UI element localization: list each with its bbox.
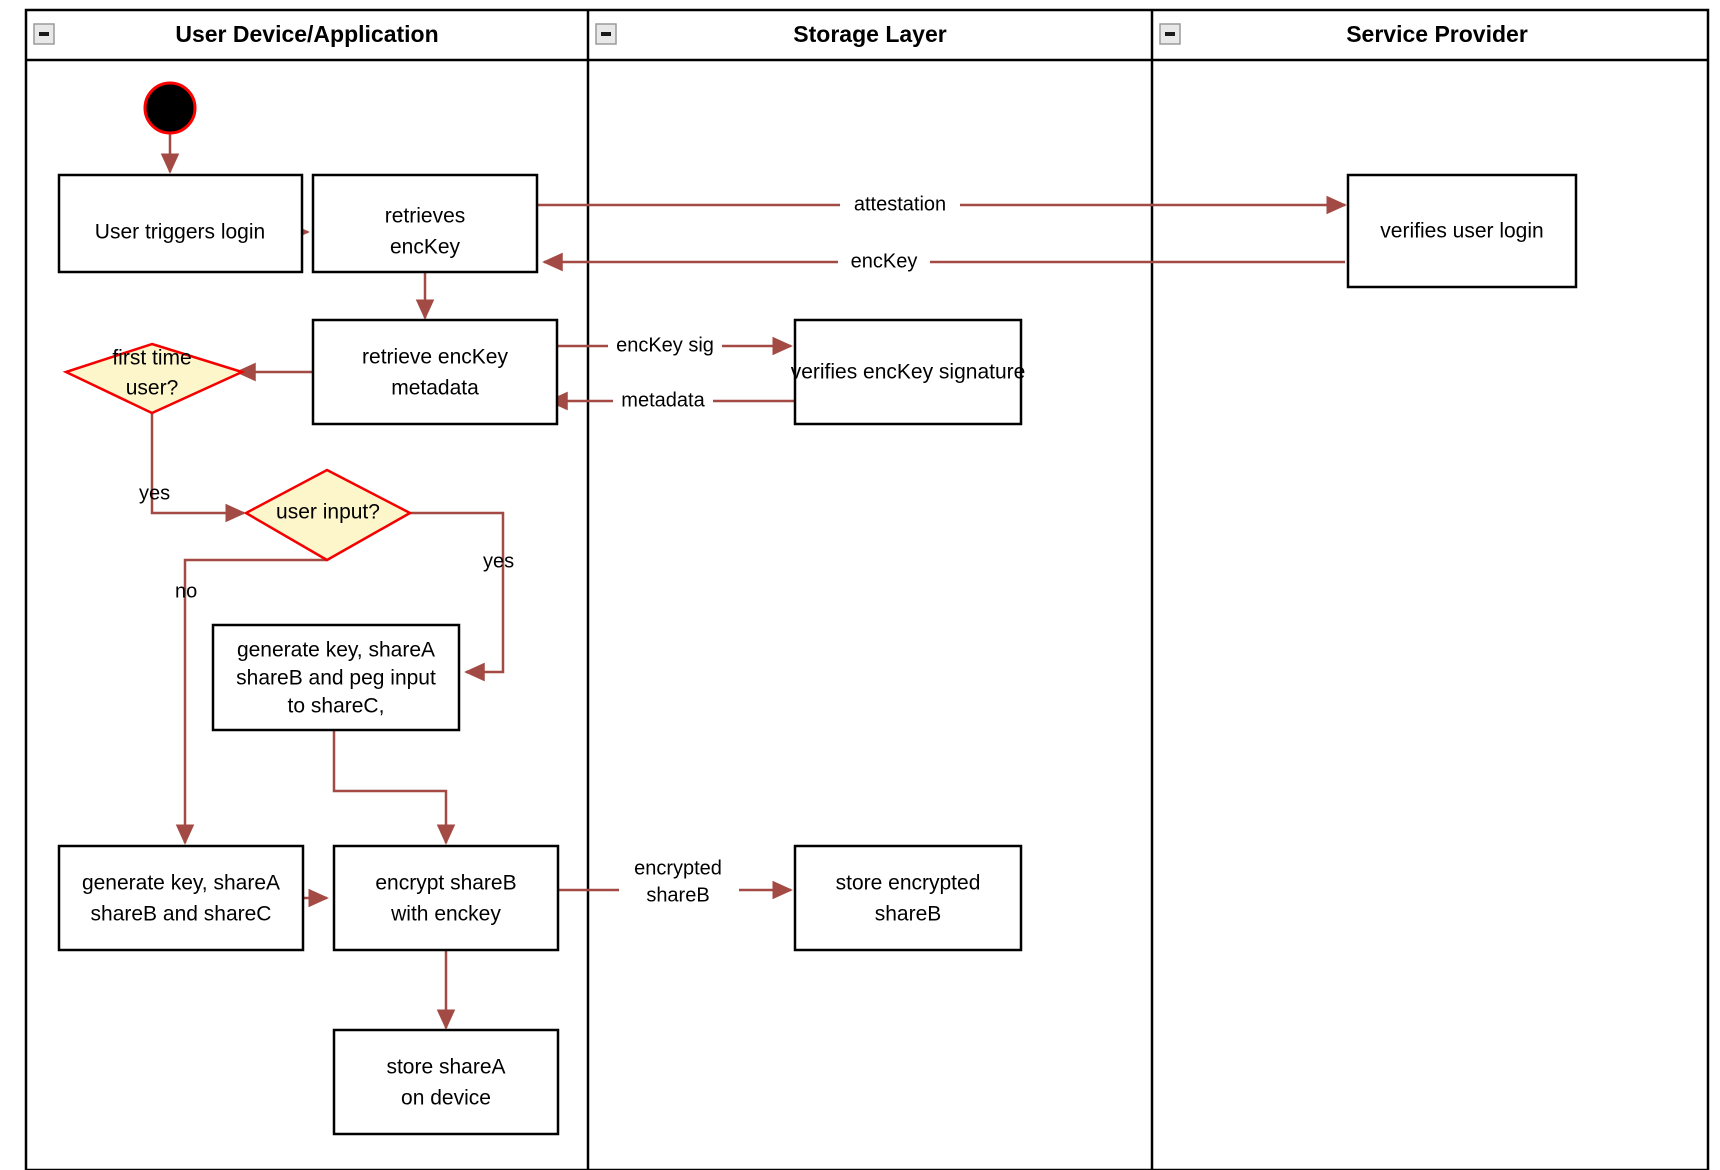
node-label-line-2: metadata (391, 377, 479, 400)
node-label-line-1: retrieve encKey (362, 346, 508, 369)
edge-label-enckey: encKey (838, 249, 930, 275)
node-label-line-2: shareB (875, 903, 942, 926)
node-label-line-1: generate key, shareA (237, 639, 435, 662)
initial-node (143, 81, 197, 135)
svg-text:yes: yes (483, 550, 514, 572)
decision-label-line-1: first time (112, 347, 191, 370)
edge-userinput-yes (410, 511, 505, 682)
node-label: verifies encKey signature (791, 361, 1026, 384)
decision-first-time-user[interactable]: first time user? (62, 342, 246, 415)
decision-user-input[interactable]: user input? (243, 468, 413, 562)
edge-peg-to-encrypt (332, 729, 456, 845)
node-label-line-1: retrieves (385, 205, 466, 228)
node-label-line-1: store encrypted (836, 872, 981, 895)
diagram-frame (24, 8, 1710, 1170)
svg-text:encrypted: encrypted (634, 857, 722, 879)
node-label-line-2: on device (401, 1087, 491, 1110)
node-generate-peg-shares[interactable]: generate key, shareA shareB and peg inpu… (211, 623, 461, 732)
node-verifies-enckey-signature[interactable]: verifies encKey signature (791, 318, 1026, 426)
minus-icon[interactable] (595, 23, 617, 45)
svg-text:attestation: attestation (854, 193, 946, 215)
node-verifies-user-login[interactable]: verifies user login (1346, 173, 1578, 289)
edge-label-enckey-sig: encKey sig (608, 333, 722, 359)
decision-label-line-2: user? (126, 377, 179, 400)
node-encrypt-shareb[interactable]: encrypt shareB with enckey (332, 844, 560, 952)
edge-label-encrypted-shareb: encrypted shareB (619, 853, 739, 909)
decision-label: user input? (276, 501, 380, 524)
node-retrieve-enckey-metadata[interactable]: retrieve encKey metadata (311, 318, 559, 426)
svg-text:encKey: encKey (851, 250, 918, 272)
lane-title-service-provider: Service Provider (1346, 21, 1528, 47)
svg-text:metadata: metadata (621, 389, 705, 411)
svg-text:shareB: shareB (646, 884, 709, 906)
node-retrieves-enckey[interactable]: retrieves encKey (311, 173, 539, 274)
edge-userinput-no (175, 558, 327, 845)
svg-text:encKey sig: encKey sig (616, 334, 714, 356)
node-label-line-2: shareB and peg input (236, 667, 436, 690)
node-label-line-3: to shareC, (288, 695, 385, 718)
node-user-triggers-login[interactable]: User triggers login (57, 173, 304, 274)
edge-label-attestation: attestation (840, 192, 960, 218)
edge-firsttime-yes (150, 413, 246, 523)
edge-label-metadata: metadata (613, 388, 713, 414)
node-generate-shares[interactable]: generate key, shareA shareB and shareC (57, 844, 305, 952)
lane-header-storage[interactable]: Storage Layer (595, 21, 947, 47)
edge-label-userinput-yes: yes (483, 550, 514, 572)
node-label-line-1: generate key, shareA (82, 872, 280, 895)
svg-text:yes: yes (139, 482, 170, 504)
node-label-line-2: shareB and shareC (91, 903, 272, 926)
lane-title-storage: Storage Layer (793, 21, 946, 47)
node-label-line-1: store shareA (386, 1056, 505, 1079)
node-label-line-2: with enckey (390, 903, 501, 926)
lane-header-user-device[interactable]: User Device/Application (33, 21, 439, 47)
lane-title-user-device: User Device/Application (175, 21, 438, 47)
node-label-line-2: encKey (390, 236, 461, 259)
node-store-encrypted-shareb[interactable]: store encrypted shareB (793, 844, 1023, 952)
svg-text:no: no (175, 580, 197, 602)
node-label-line-1: encrypt shareB (375, 872, 516, 895)
minus-icon[interactable] (1159, 23, 1181, 45)
lane-header-service-provider[interactable]: Service Provider (1159, 21, 1528, 47)
node-label: User triggers login (95, 221, 265, 244)
edge-label-userinput-no: no (175, 580, 197, 602)
edge-label-firsttime-yes: yes (139, 482, 170, 504)
node-store-sharea[interactable]: store shareA on device (332, 1028, 560, 1136)
minus-icon[interactable] (33, 23, 55, 45)
node-label: verifies user login (1380, 220, 1543, 243)
